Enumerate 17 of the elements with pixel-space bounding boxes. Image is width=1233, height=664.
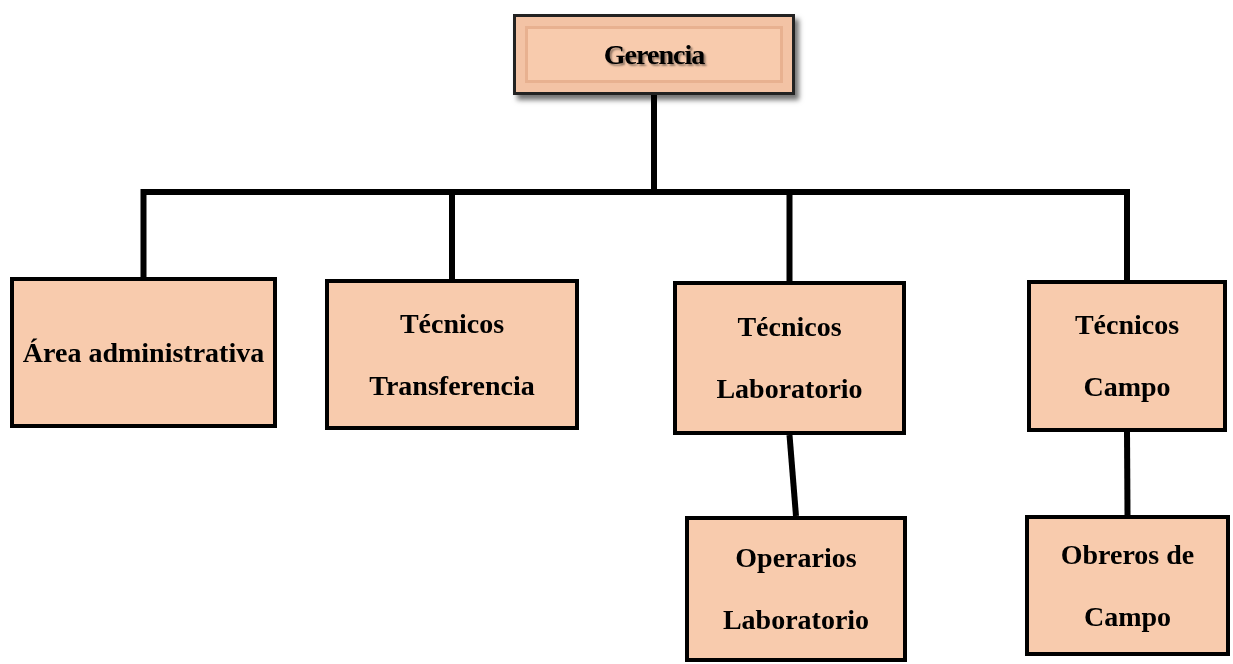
box-label: Técnicos Transferencia bbox=[368, 306, 536, 403]
box-label: Área administrativa bbox=[22, 335, 265, 370]
org-box bbox=[1025, 515, 1230, 656]
org-box bbox=[1027, 280, 1227, 432]
box-label: Gerencia bbox=[603, 37, 705, 72]
box-label: Obreros de Campo bbox=[1059, 537, 1196, 634]
org-box bbox=[673, 281, 906, 435]
box-label: Técnicos Campo bbox=[1073, 308, 1181, 404]
box-label: Operarios Laboratorio bbox=[721, 541, 871, 637]
org-box bbox=[10, 277, 277, 428]
org-box bbox=[325, 279, 579, 430]
org-box bbox=[685, 516, 907, 662]
connector-line bbox=[786, 434, 799, 517]
connector-line bbox=[651, 95, 1130, 280]
box-label: Técnicos Laboratorio bbox=[715, 310, 864, 406]
title-box bbox=[513, 14, 795, 95]
connector-line bbox=[1124, 431, 1131, 516]
